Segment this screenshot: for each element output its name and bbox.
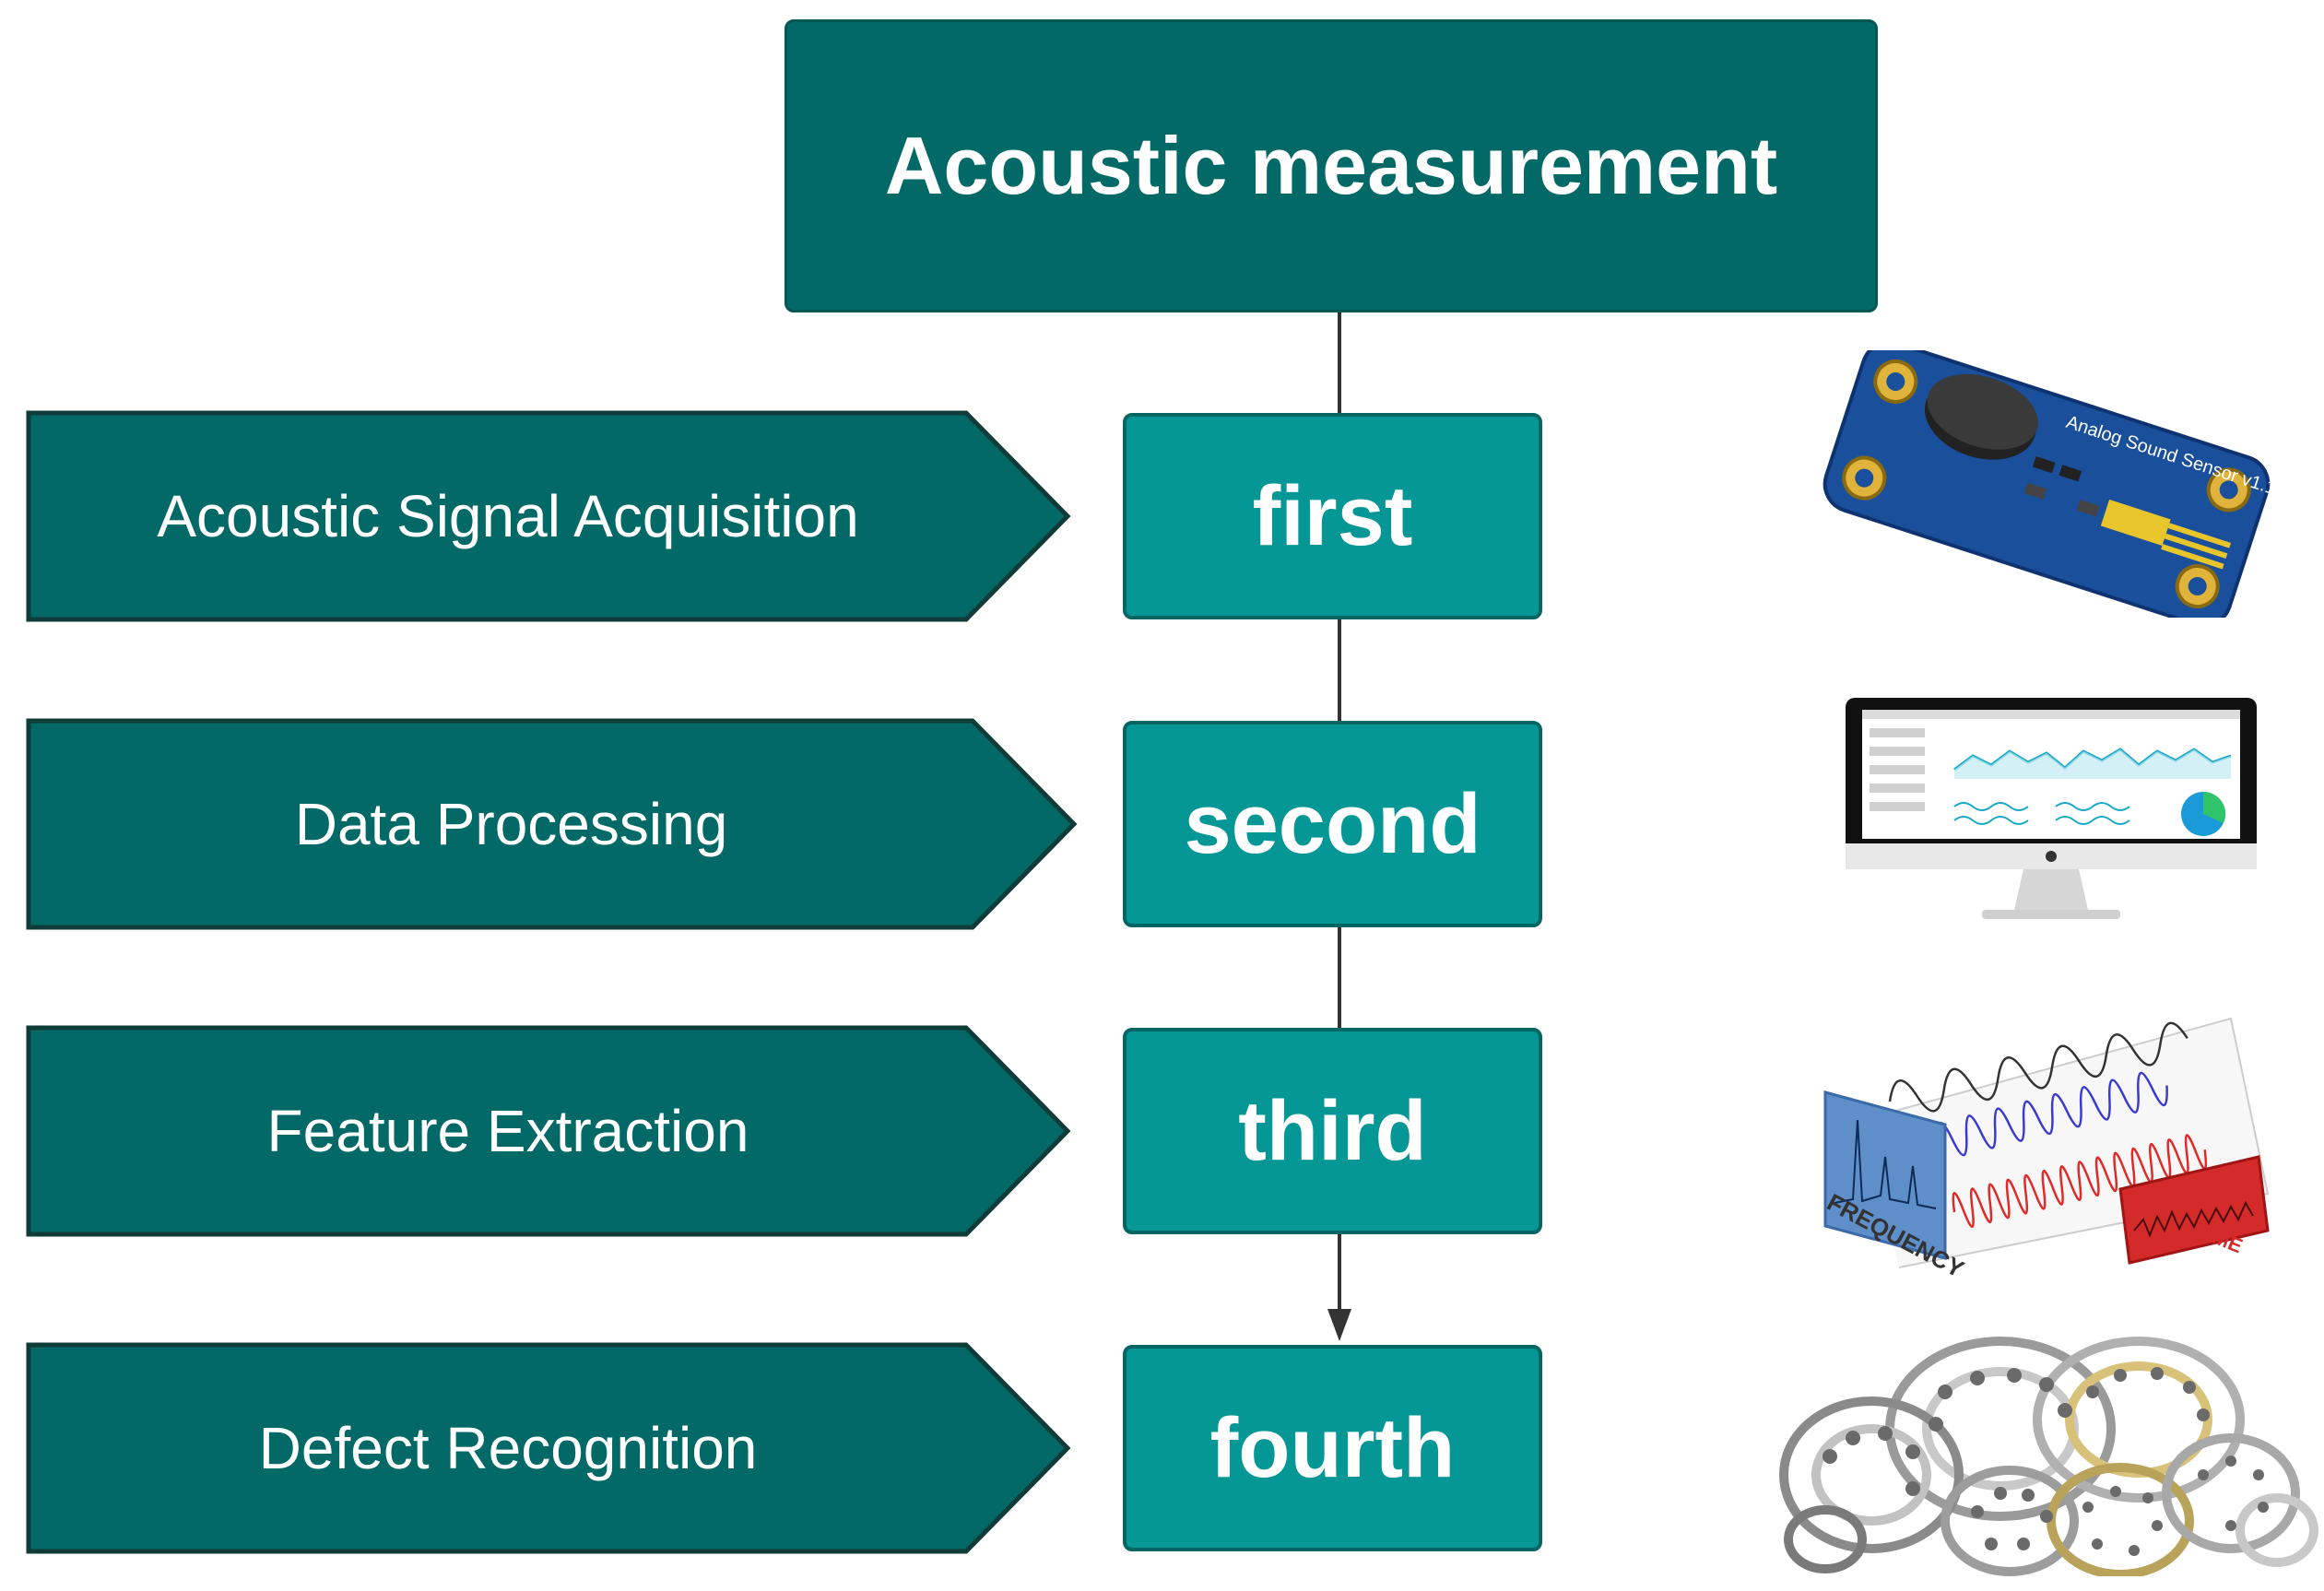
step-box-third: third [1123, 1028, 1542, 1234]
step-label-text-4: Defect Recognition [258, 1415, 758, 1481]
computer-monitor-icon [1846, 698, 2257, 919]
label-arrow-shape-4 [26, 1342, 1071, 1554]
bearings-icon [1779, 1337, 2318, 1576]
title-box: Acoustic measurement [784, 19, 1878, 312]
diagram-title: Acoustic measurement [884, 120, 1778, 211]
step-label-text-3: Feature Extraction [266, 1098, 749, 1164]
label-arrow-shape-1 [26, 410, 1071, 622]
label-arrow-shape-3 [26, 1025, 1071, 1237]
step-order-2: second [1184, 776, 1481, 871]
step-label-4: Defect Recognition [29, 1345, 987, 1551]
step-label-3: Feature Extraction [29, 1028, 987, 1234]
step-label-1: Acoustic Signal Acquisition [29, 413, 987, 619]
step-box-first: first [1123, 413, 1542, 619]
time-panel [2118, 1155, 2270, 1265]
step-order-1: first [1252, 468, 1413, 563]
label-arrow-shape-2 [26, 718, 1078, 930]
step-box-fourth: fourth [1123, 1345, 1542, 1551]
step-label-text-1: Acoustic Signal Acquisition [157, 483, 859, 549]
step-label-2: Data Processing [29, 721, 994, 927]
arrowhead-icon [1327, 1309, 1351, 1341]
step-label-text-2: Data Processing [294, 791, 728, 857]
frequency-panel [1823, 1090, 1947, 1260]
sound-sensor-board-icon: Analog Sound Sensor v1.1 [1823, 350, 2279, 618]
step-box-second: second [1123, 721, 1542, 927]
step-order-3: third [1238, 1083, 1427, 1178]
step-order-4: fourth [1209, 1400, 1456, 1495]
frequency-time-waveform-icon: FREQUENCY TIME [1823, 1017, 2270, 1277]
